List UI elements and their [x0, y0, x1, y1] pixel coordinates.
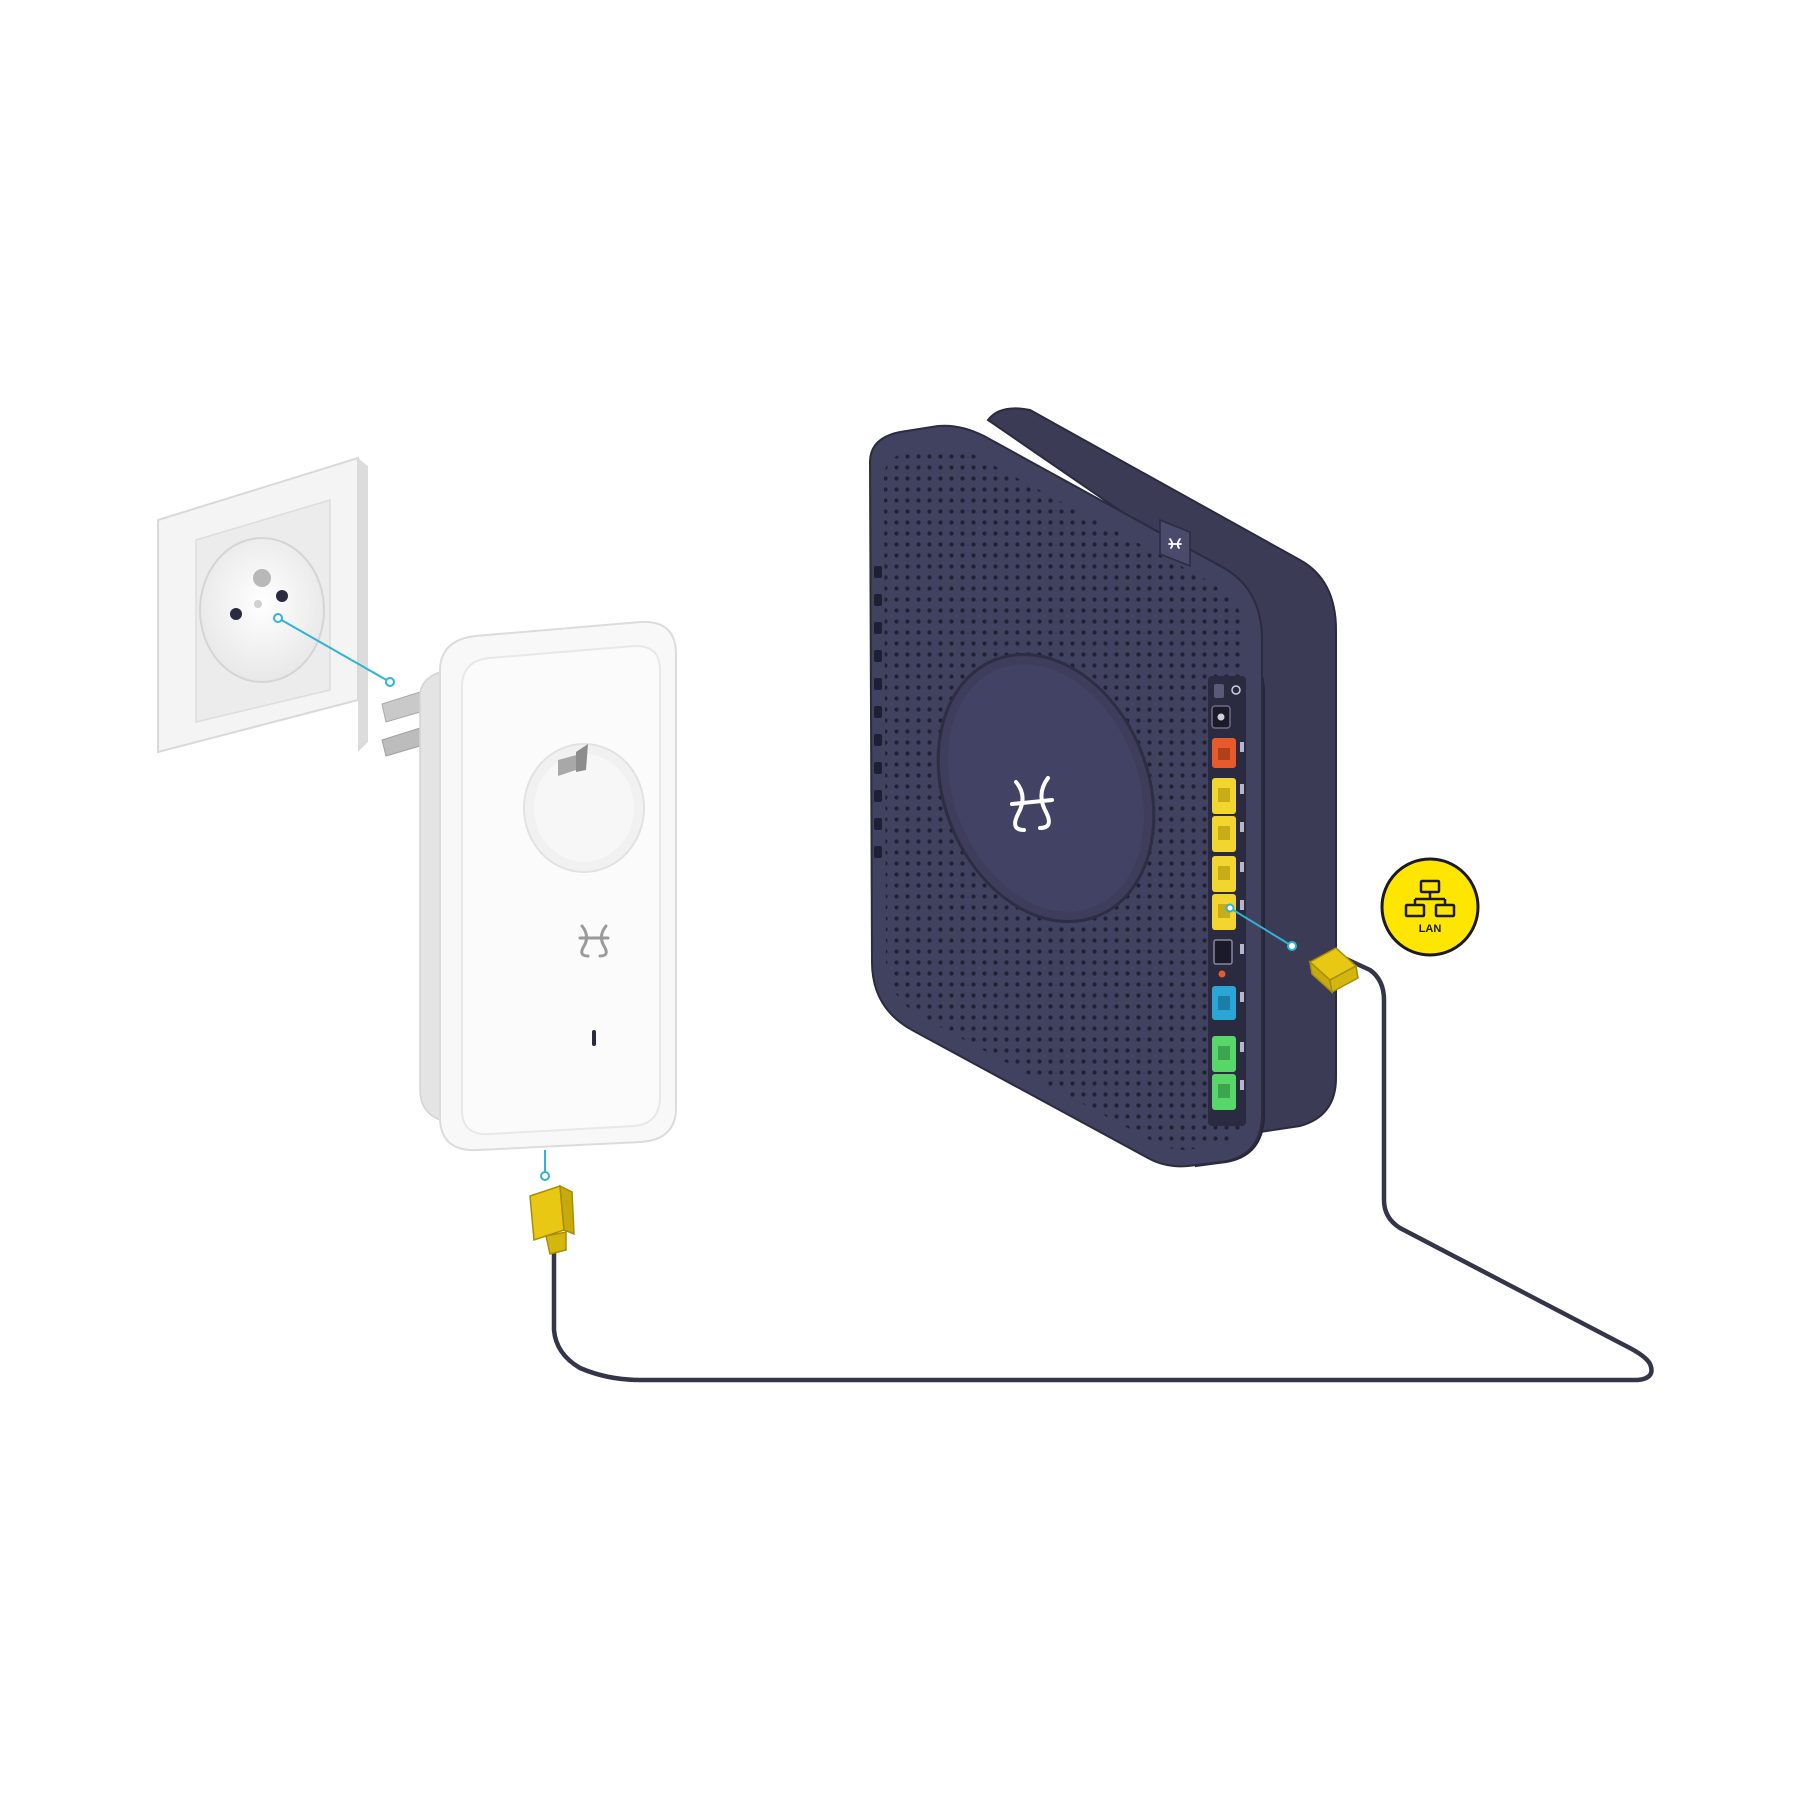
power-switch — [1214, 684, 1224, 698]
wall-outlet — [157, 456, 368, 754]
powerline-adapter — [381, 620, 677, 1152]
outlet-hole-right — [276, 590, 288, 602]
router-box — [868, 407, 1337, 1168]
brand-logo-icon — [1168, 538, 1182, 549]
led-indicator-icon — [592, 1030, 596, 1046]
outlet-socket — [199, 537, 325, 683]
router-side-vents — [874, 566, 882, 858]
reset-button — [1218, 970, 1226, 978]
router-port-panel — [1208, 676, 1246, 1126]
network-icon — [1404, 879, 1456, 918]
brand-logo-icon — [578, 924, 610, 958]
ethernet-connector-router-end — [1308, 947, 1359, 994]
router-stand — [986, 407, 1337, 1134]
plug-prongs-icon — [381, 691, 421, 757]
guide-line-port-to-connector — [1225, 903, 1297, 951]
guide-line-outlet-to-plug — [273, 613, 395, 687]
outlet-hole-left — [230, 608, 242, 620]
guide-line-adapter-to-connector — [540, 1150, 550, 1181]
usb-port — [1213, 939, 1233, 965]
lan-badge-label: LAN — [1419, 923, 1442, 935]
ethernet-cable — [551, 955, 1654, 1383]
brand-logo-icon — [1010, 776, 1054, 832]
outlet-earth-pin — [253, 569, 271, 587]
ethernet-connector-adapter-end — [529, 1184, 575, 1255]
lan-badge: LAN — [1380, 857, 1480, 957]
